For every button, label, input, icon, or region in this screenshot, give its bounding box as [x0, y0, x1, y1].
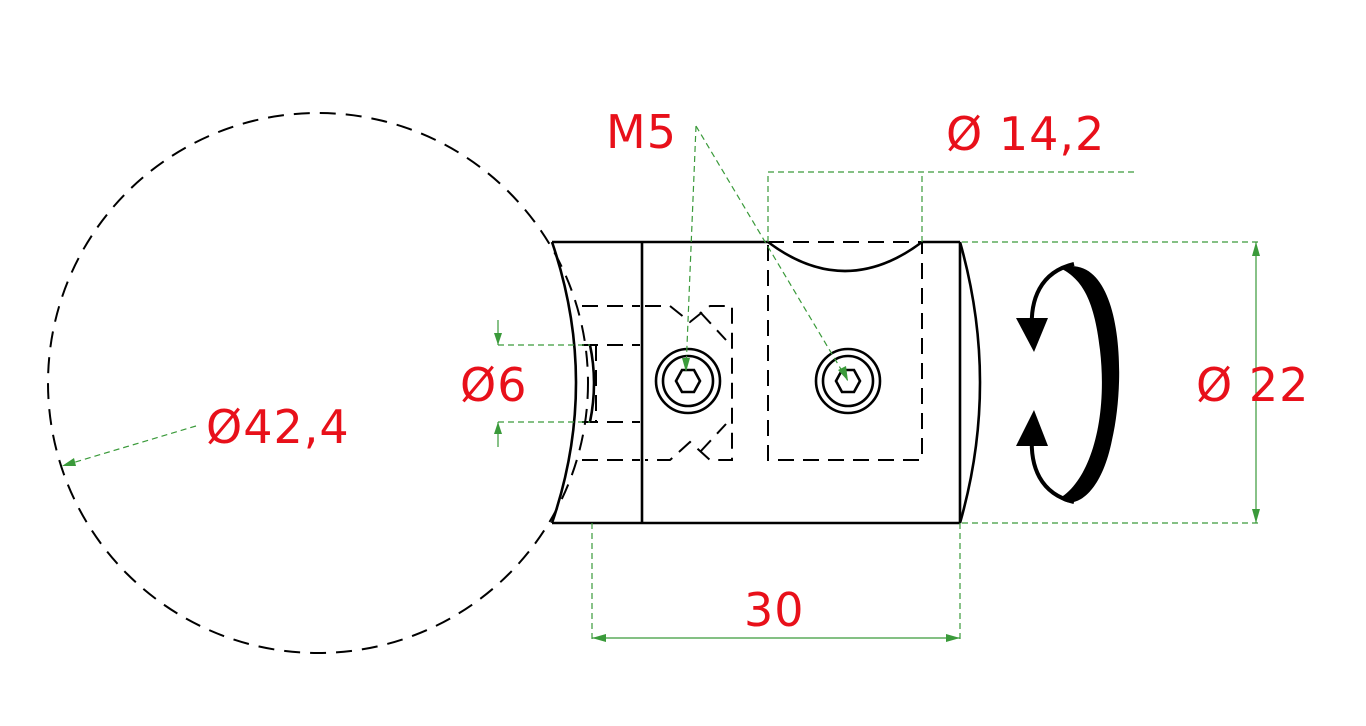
screw-pocket-left	[645, 305, 733, 461]
screw-pocket-right	[767, 241, 923, 461]
label-body-diameter: Ø 22	[1196, 358, 1309, 412]
set-screw-right	[814, 347, 882, 415]
set-screw-left	[654, 347, 722, 415]
rotation-arrows-icon	[1016, 262, 1120, 504]
label-thread: M5	[606, 105, 677, 159]
dimension-lines	[61, 125, 1260, 642]
label-tube-diameter: Ø42,4	[206, 400, 350, 454]
fitting-body	[550, 240, 982, 525]
label-pin-diameter: Ø6	[460, 358, 527, 412]
tube-circle	[47, 112, 589, 654]
label-groove-diameter: Ø 14,2	[946, 107, 1105, 161]
label-length: 30	[744, 583, 805, 637]
pin-bore-hidden	[582, 305, 640, 461]
